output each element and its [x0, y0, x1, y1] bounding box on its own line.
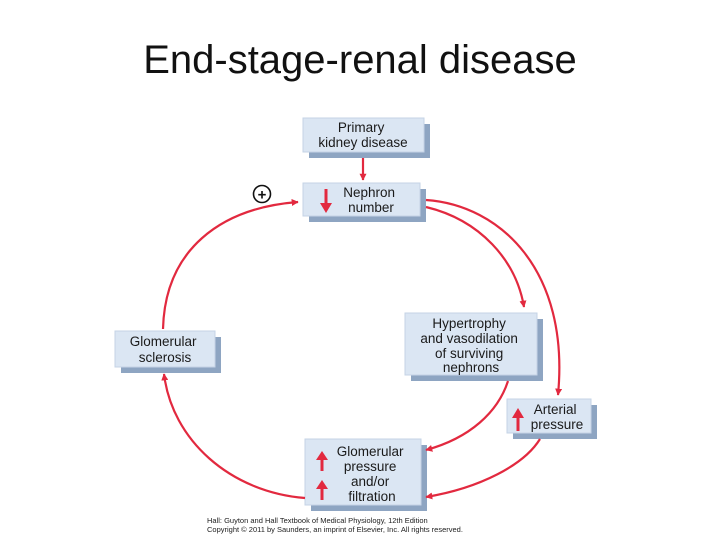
glomerular-line-3: and/or: [351, 474, 390, 489]
svg-text:Nephron number: Nephron number: [343, 185, 399, 215]
glomerular-line-4: filtration: [348, 489, 395, 504]
hypertrophy-to-glomerular-arrow: [425, 380, 510, 452]
primary-line-1: Primary: [338, 120, 385, 135]
primary-line-2: kidney disease: [318, 135, 407, 150]
sclerosis-to-nephron-arrow: [161, 198, 299, 330]
nephron-line-2: number: [348, 200, 394, 215]
credit-line-2: Copyright © 2011 by Saunders, an imprint…: [207, 525, 463, 534]
arterial-line-1: Arterial: [534, 402, 577, 417]
primary-kidney-disease-box: Primary kidney disease: [302, 117, 425, 153]
svg-text:Glomerular pressure: Glomerular pressure and/or filtration: [337, 444, 408, 504]
glomerular-line-2: pressure: [344, 459, 397, 474]
arterial-to-glomerular-arrow: [425, 438, 541, 500]
hypertrophy-line-4: nephrons: [443, 360, 500, 375]
hypertrophy-line-1: Hypertrophy: [432, 316, 506, 331]
slide-title: End-stage-renal disease: [143, 38, 577, 82]
arterial-line-2: pressure: [531, 417, 584, 432]
hypertrophy-line-2: and vasodilation: [420, 331, 518, 346]
svg-text:Primary kidney disease: Primary kidney disease: [318, 120, 407, 150]
up-arrow-icon: [316, 480, 328, 500]
glomerular-line-1: Glomerular: [337, 444, 404, 459]
nephron-line-1: Nephron: [343, 185, 395, 200]
sclerosis-line-1: Glomerular: [130, 334, 197, 349]
arterial-pressure-box: Arterial pressure: [506, 398, 592, 434]
nephron-to-arterial-arrow: [425, 198, 563, 396]
nephron-to-hypertrophy-arrow: [425, 205, 527, 308]
positive-feedback-icon: +: [252, 184, 272, 204]
svg-text:Arterial pressure: Arterial pressure: [531, 402, 584, 432]
down-arrow-icon: [320, 189, 332, 213]
up-arrow-icon: [512, 408, 524, 431]
hypertrophy-line-3: of surviving: [435, 346, 503, 361]
svg-text:Glomerular sclerosis: Glomerular sclerosis: [130, 334, 201, 365]
glomerular-pressure-box: Glomerular pressure and/or filtration: [304, 438, 422, 506]
glomerular-to-sclerosis-arrow: [161, 373, 306, 500]
hypertrophy-box: Hypertrophy and vasodilation of survivin…: [404, 312, 538, 376]
svg-text:Hypertrophy and vasodila: Hypertrophy and vasodilation of survivin…: [420, 316, 521, 375]
sclerosis-line-2: sclerosis: [139, 350, 192, 365]
copyright-credit: Hall: Guyton and Hall Textbook of Medica…: [207, 516, 463, 534]
up-arrow-icon: [316, 451, 328, 471]
svg-text:+: +: [258, 187, 267, 204]
glomerular-sclerosis-box: Glomerular sclerosis: [114, 330, 216, 368]
credit-line-1: Hall: Guyton and Hall Textbook of Medica…: [207, 516, 428, 525]
nephron-number-box: Nephron number: [302, 182, 421, 217]
